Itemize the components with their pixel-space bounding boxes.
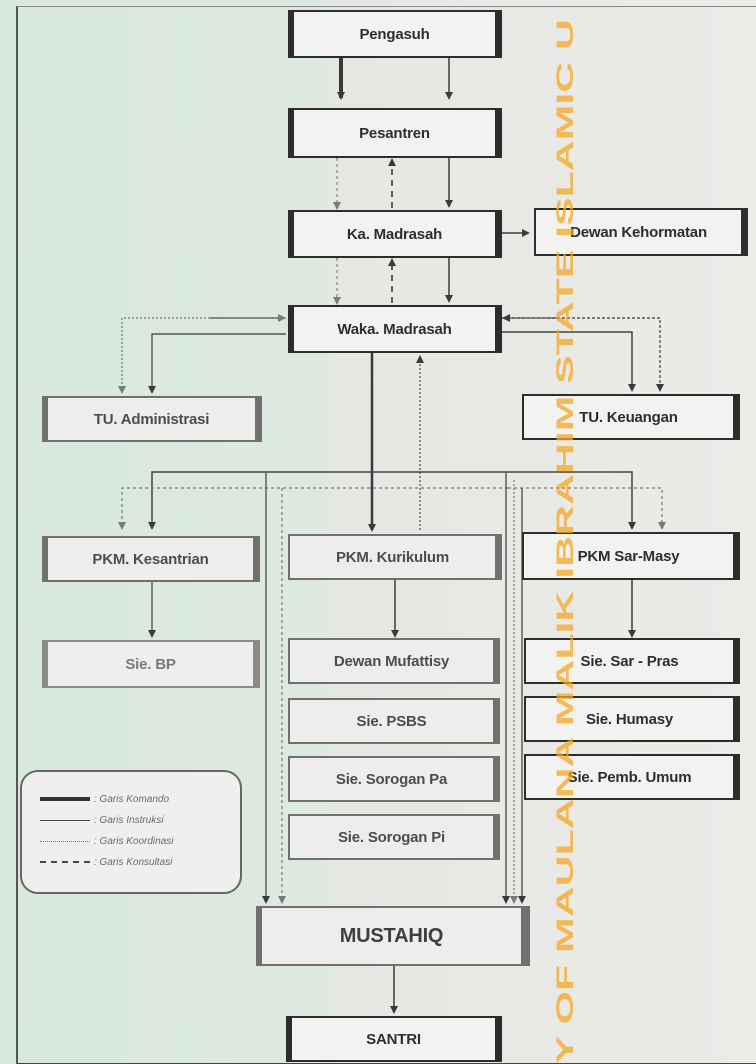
watermark-text: Y OF MAULANA MALIK IBRAHIM STATE ISLAMIC…	[556, 19, 576, 1064]
box-tu-administrasi[interactable]: TU. Administrasi	[42, 396, 262, 442]
legend-item-komando: : Garis Komando	[40, 792, 169, 806]
box-waka-madrasah[interactable]: Waka. Madrasah	[288, 305, 502, 353]
legend-label-konsultasi: : Garis Konsultasi	[94, 856, 173, 868]
trunk-right	[502, 472, 526, 904]
box-pesantren-label: Pesantren	[359, 124, 430, 142]
link-kamadrasah-wakamadrasah	[333, 252, 453, 305]
box-sie-humasy[interactable]: Sie. Humasy	[524, 696, 740, 742]
box-pengasuh[interactable]: Pengasuh	[288, 10, 502, 58]
box-dewan-mufattisy-label: Dewan Mufattisy	[333, 652, 450, 670]
legend-item-koordinasi: : Garis Koordinasi	[40, 834, 173, 848]
box-waka-madrasah-label: Waka. Madrasah	[337, 320, 452, 338]
box-sie-sorogan-pi[interactable]: Sie. Sorogan Pi	[288, 814, 500, 860]
box-sie-sorogan-pa[interactable]: Sie. Sorogan Pa	[288, 756, 500, 802]
box-santri-label: SANTRI	[366, 1030, 421, 1048]
legend-swatch-instruksi	[40, 819, 90, 821]
bus-upper	[118, 471, 666, 530]
box-sie-pemb-umum-label: Sie. Pemb. Umum	[567, 768, 692, 786]
box-ka-madrasah[interactable]: Ka. Madrasah	[288, 210, 502, 258]
legend: : Garis Komando : Garis Instruksi : Gari…	[20, 770, 242, 894]
box-pkm-sar-masy[interactable]: PKM Sar-Masy	[522, 532, 740, 580]
box-mustahiq[interactable]: MUSTAHIQ	[256, 906, 530, 966]
box-dewan-kehormatan-label: Dewan Kehormatan	[570, 223, 707, 241]
box-sie-sar-pras-label: Sie. Sar - Pras	[580, 652, 679, 670]
box-ka-madrasah-label: Ka. Madrasah	[346, 225, 443, 243]
box-sie-bp-label: Sie. BP	[125, 655, 176, 673]
box-santri[interactable]: SANTRI	[286, 1016, 502, 1062]
box-dewan-mufattisy[interactable]: Dewan Mufattisy	[288, 638, 500, 684]
legend-label-instruksi: : Garis Instruksi	[94, 814, 164, 826]
legend-label-komando: : Garis Komando	[94, 793, 170, 805]
box-pkm-sar-masy-label: PKM Sar-Masy	[577, 547, 680, 565]
legend-label-koordinasi: : Garis Koordinasi	[94, 835, 174, 847]
box-pkm-kurikulum[interactable]: PKM. Kurikulum	[288, 534, 502, 580]
box-tu-administrasi-label: TU. Administrasi	[93, 410, 210, 428]
box-pkm-kesantrian[interactable]: PKM. Kesantrian	[42, 536, 260, 582]
box-sie-bp[interactable]: Sie. BP	[42, 640, 260, 688]
link-pengasuh-pesantren	[337, 58, 453, 100]
box-tu-keuangan[interactable]: TU. Keuangan	[522, 394, 740, 440]
box-sie-humasy-label: Sie. Humasy	[585, 710, 673, 728]
link-waka-tuadministrasi	[118, 314, 286, 394]
legend-item-instruksi: : Garis Instruksi	[40, 813, 163, 827]
box-pesantren[interactable]: Pesantren	[288, 108, 502, 158]
watermark: Y OF MAULANA MALIK IBRAHIM STATE ISLAMIC…	[556, 19, 576, 1064]
link-waka-tukeuangan	[502, 314, 664, 392]
box-pkm-kurikulum-label: PKM. Kurikulum	[335, 548, 450, 566]
box-sie-sar-pras[interactable]: Sie. Sar - Pras	[524, 638, 740, 684]
box-sie-sorogan-pi-label: Sie. Sorogan Pi	[337, 828, 446, 846]
link-waka-pkmkurikulum	[368, 353, 424, 532]
legend-item-konsultasi: : Garis Konsultasi	[40, 855, 172, 869]
legend-swatch-komando	[40, 797, 90, 801]
box-sie-psbs-label: Sie. PSBS	[356, 712, 427, 730]
box-sie-pemb-umum[interactable]: Sie. Pemb. Umum	[524, 754, 740, 800]
box-sie-psbs[interactable]: Sie. PSBS	[288, 698, 500, 744]
legend-swatch-konsultasi	[40, 861, 90, 863]
box-pengasuh-label: Pengasuh	[359, 25, 430, 43]
box-tu-keuangan-label: TU. Keuangan	[579, 408, 678, 426]
box-mustahiq-label: MUSTAHIQ	[339, 924, 444, 947]
box-sie-sorogan-pa-label: Sie. Sorogan Pa	[335, 770, 448, 788]
trunk-left	[262, 472, 286, 904]
box-dewan-kehormatan[interactable]: Dewan Kehormatan	[534, 208, 748, 256]
link-pesantren-kamadrasah	[333, 152, 453, 210]
box-pkm-kesantrian-label: PKM. Kesantrian	[92, 550, 209, 568]
legend-swatch-koordinasi	[40, 840, 90, 842]
